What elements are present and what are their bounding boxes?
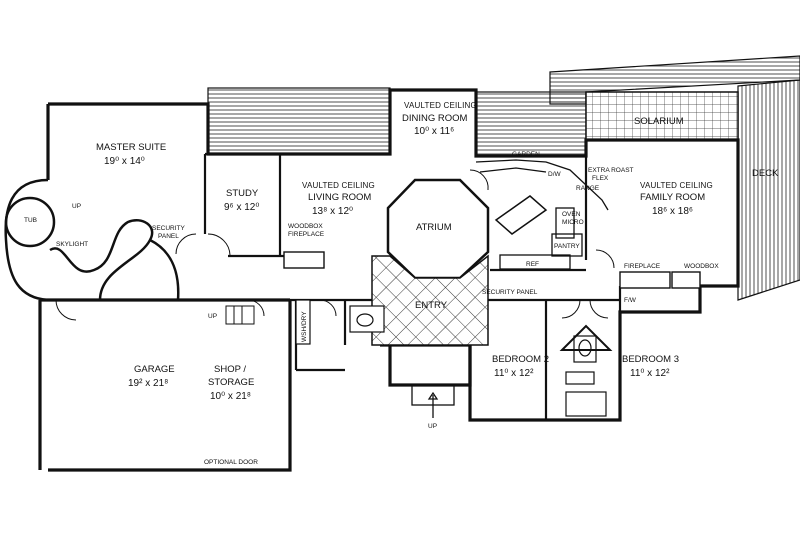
- micro-label: MICRO: [562, 219, 584, 226]
- fixture-labels: TUB UP SKYLIGHT SECURITY PANEL WOODBOX F…: [24, 151, 719, 466]
- interior-walls: [180, 152, 622, 420]
- optional-door-label: OPTIONAL DOOR: [204, 459, 258, 466]
- kitchen-counters: [475, 159, 609, 270]
- garage-stairs: [225, 305, 255, 325]
- woodbox-label-1: WOODBOX: [288, 223, 323, 230]
- atrium-name: ATRIUM: [416, 222, 452, 233]
- hall-bath-roof: [559, 324, 613, 351]
- bedroom-2-dim: 11⁰ x 12²: [494, 368, 534, 379]
- dining-room-name: DINING ROOM: [402, 113, 468, 124]
- study-name: STUDY: [226, 188, 259, 199]
- bedroom-3-name: BEDROOM 3: [622, 354, 679, 365]
- shop-storage-dim: 10⁰ x 21⁸: [210, 391, 251, 402]
- door-swings: [55, 169, 615, 321]
- entry-name: ENTRY: [415, 300, 448, 311]
- extra-roast-label-a: EXTRA ROAST: [588, 167, 634, 174]
- woodbox-label-2: WOODBOX: [684, 263, 719, 270]
- laundry-box: [295, 299, 311, 345]
- fw-label: F/W: [624, 297, 637, 304]
- security-panel-label-2: SECURITY PANEL: [482, 289, 538, 296]
- dw-label: D/W: [548, 171, 562, 178]
- family-room-dim: 18⁶ x 18⁶: [652, 206, 693, 217]
- bedroom-2-name: BEDROOM 2: [492, 354, 549, 365]
- bedroom-3-dim: 11⁰ x 12²: [630, 368, 670, 379]
- master-suite-name: MASTER SUITE: [96, 142, 166, 153]
- master-suite-dim: 19⁰ x 14⁰: [104, 156, 145, 167]
- study-dim: 9⁶ x 12⁰: [224, 202, 259, 213]
- ref-label: REF: [526, 261, 539, 268]
- fireplace-label-1: FIREPLACE: [288, 231, 325, 238]
- room-labels: MASTER SUITE 19⁰ x 14⁰ STUDY 9⁶ x 12⁰ VA…: [96, 101, 779, 402]
- deck-name: DECK: [752, 168, 779, 179]
- bath-fixtures: [349, 305, 607, 417]
- shop-storage-name: SHOP /: [214, 364, 246, 375]
- master-bath-curves: [4, 178, 180, 302]
- entry-tile-floor: [371, 254, 489, 346]
- garden-label: GARDEN: [512, 151, 540, 158]
- up-label-garage: UP: [208, 313, 217, 320]
- family-room-name: FAMILY ROOM: [640, 192, 705, 203]
- dining-room-note: VAULTED CEILING: [404, 101, 477, 110]
- fireplace-label-2: FIREPLACE: [624, 263, 661, 270]
- security-panel-label-a: SECURITY: [152, 225, 186, 232]
- pantry-label: PANTRY: [554, 243, 580, 250]
- fireplaces: [283, 251, 701, 289]
- range-label: RANGE: [576, 185, 600, 192]
- up-label-entry: UP: [428, 423, 437, 430]
- living-room-note: VAULTED CEILING: [302, 181, 375, 190]
- kitchen-island: [494, 195, 548, 235]
- shop-storage-name-2: STORAGE: [208, 377, 254, 388]
- garage-dim: 19² x 21⁸: [128, 378, 168, 389]
- oven-label: OVEN: [562, 211, 581, 218]
- tub-label: TUB: [24, 217, 37, 224]
- living-room-dim: 13⁸ x 12⁰: [312, 206, 353, 217]
- solarium-name: SOLARIUM: [634, 116, 684, 127]
- wsh-dry-label: WSH/DRY: [301, 311, 308, 342]
- extra-roast-label-b: FLEX: [592, 175, 609, 182]
- security-panel-label-b: PANEL: [158, 233, 179, 240]
- up-label-master: UP: [72, 203, 81, 210]
- living-room-name: LIVING ROOM: [308, 192, 371, 203]
- dining-room-dim: 10⁰ x 11⁶: [414, 126, 454, 137]
- solarium-glass: [585, 91, 739, 141]
- skylight-label: SKYLIGHT: [56, 241, 88, 248]
- garage-name: GARAGE: [134, 364, 175, 375]
- entry-porch: [411, 384, 455, 418]
- family-room-note: VAULTED CEILING: [640, 181, 713, 190]
